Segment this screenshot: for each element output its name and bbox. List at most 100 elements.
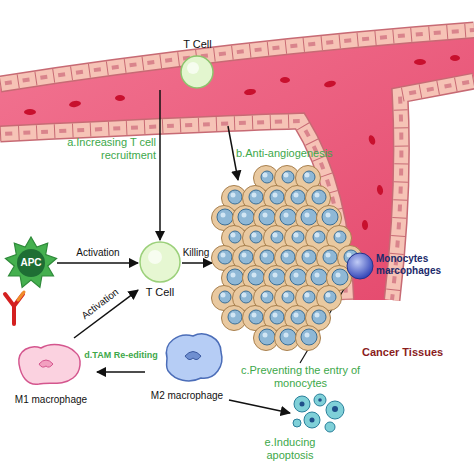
illustration-part <box>263 333 268 338</box>
illustration-part <box>249 190 263 204</box>
illustration-part <box>301 209 317 225</box>
illustration-part <box>294 193 299 198</box>
illustration-part <box>248 269 264 285</box>
antibody-symbol <box>5 292 24 324</box>
edge-label: d.TAM Re-editing <box>72 350 170 360</box>
illustration-part <box>280 329 296 345</box>
illustration-part <box>18 292 24 300</box>
illustration-part <box>231 193 236 198</box>
illustration-part <box>332 269 348 285</box>
illustration-part <box>324 80 337 88</box>
illustration-part <box>332 406 338 412</box>
illustration-part <box>450 55 460 61</box>
illustration-part <box>240 291 252 303</box>
apoptotic-cell: e.Inducing apoptosis <box>290 392 350 434</box>
edge-label: Activation <box>73 281 128 326</box>
t-cell: T Cell <box>138 240 182 305</box>
illustration-part <box>326 213 331 218</box>
illustration-part <box>305 213 310 218</box>
node-label: T Cell <box>130 286 190 299</box>
illustration-part <box>218 250 232 264</box>
illustration-part <box>252 273 257 278</box>
illustration-part <box>284 293 289 298</box>
illustration-part <box>0 30 474 84</box>
illustration-part <box>219 291 231 303</box>
apoptotic-cell-shape <box>290 392 350 434</box>
edge-label: Activation <box>58 247 138 259</box>
illustration-part <box>344 250 358 264</box>
t-cell: T Cell <box>150 38 245 90</box>
annotation-label: c.Preventing the entry of monocytes <box>228 364 373 389</box>
illustration-part <box>231 313 236 318</box>
illustration-part <box>284 213 289 218</box>
illustration-part <box>294 313 299 318</box>
illustration-part <box>326 253 331 258</box>
illustration-part <box>294 273 299 278</box>
illustration-part <box>312 310 326 324</box>
illustration-part <box>148 250 162 264</box>
illustration-part <box>280 77 290 83</box>
illustration-part <box>362 220 369 230</box>
annotation-label: b.Anti-angiogenesis <box>236 147 366 160</box>
node-label: Monocytes marcophages <box>376 253 454 276</box>
illustration-part <box>294 396 310 412</box>
node-label: M2 macrophage <box>141 390 233 402</box>
illustration-part <box>229 231 241 243</box>
illustration-part <box>284 333 289 338</box>
illustration-part <box>263 213 268 218</box>
illustration-part <box>181 56 213 88</box>
illustration-part <box>305 293 310 298</box>
illustration-part <box>414 59 426 65</box>
illustration-part <box>115 95 125 101</box>
illustration-part <box>301 329 317 345</box>
illustration-part <box>367 134 376 145</box>
illustration-part <box>273 313 278 318</box>
illustration-part <box>166 334 222 381</box>
illustration-part <box>305 333 310 338</box>
edge-label: a.Increasing T cell recruitment <box>50 136 156 161</box>
illustration-part <box>291 190 305 204</box>
arrow-connector <box>182 262 212 264</box>
illustration-part <box>315 313 320 318</box>
illustration-part <box>228 190 242 204</box>
vessel-lumen <box>0 30 474 300</box>
vessel-wall <box>0 30 474 300</box>
illustration-part <box>252 313 257 318</box>
illustration-part <box>269 269 285 285</box>
node-label: e.Inducing apoptosis <box>250 436 330 461</box>
illustration-part <box>252 233 257 238</box>
illustration-part <box>263 173 268 178</box>
illustration-part <box>260 250 274 264</box>
illustration-part <box>273 233 278 238</box>
arrow-connector <box>229 400 290 413</box>
illustration-part <box>324 291 336 303</box>
illustration-part <box>140 242 180 282</box>
illustration-part <box>281 250 295 264</box>
illustration-part <box>326 401 344 419</box>
illustration-part <box>271 231 283 243</box>
illustration-part <box>318 398 322 402</box>
illustration-part <box>282 291 294 303</box>
illustration-part <box>291 310 305 324</box>
illustration-part <box>334 231 346 243</box>
illustration-part <box>261 291 273 303</box>
illustration-part <box>336 233 341 238</box>
illustration-part <box>315 193 320 198</box>
illustration-part <box>293 394 344 432</box>
illustration-part <box>314 394 326 406</box>
illustration-part <box>303 291 315 303</box>
illustration-part <box>39 360 53 367</box>
illustration-part <box>249 310 263 324</box>
illustration-part <box>376 185 384 196</box>
arrow-connector <box>57 262 138 264</box>
illustration-part <box>231 273 236 278</box>
illustration-part <box>294 233 299 238</box>
node-label: T Cell <box>150 38 245 51</box>
illustration-part <box>326 293 331 298</box>
monocyte-cell: Monocytes marcophages <box>346 252 458 284</box>
illustration-part <box>313 231 325 243</box>
m2-macrophage: M2 macrophage <box>145 328 229 412</box>
illustration-part <box>347 253 352 258</box>
illustration-part <box>263 253 268 258</box>
